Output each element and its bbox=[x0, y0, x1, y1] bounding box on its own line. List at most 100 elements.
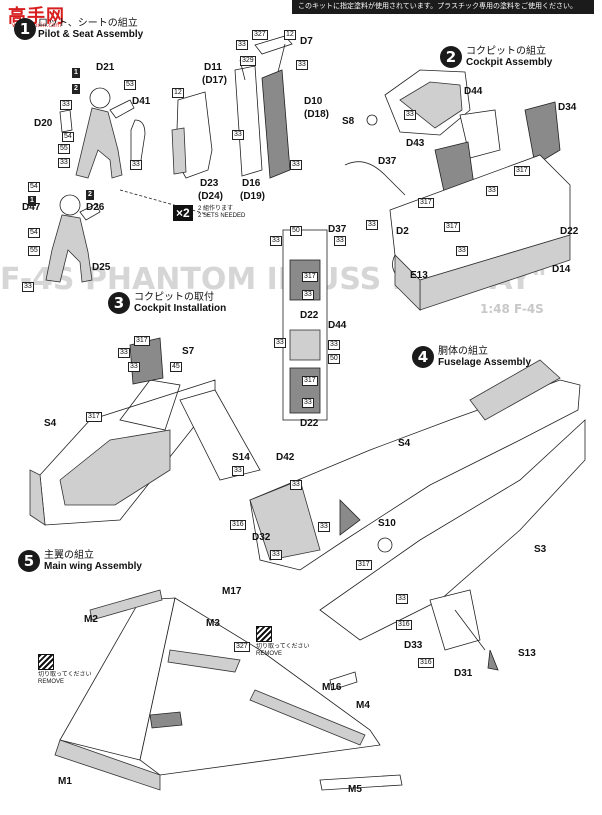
paint-code-33m: 33 bbox=[270, 236, 282, 246]
paint-code-33a: 33 bbox=[60, 100, 72, 110]
part-d41: D41 bbox=[132, 96, 151, 107]
paint-code-2b: 2 bbox=[86, 190, 94, 200]
part-d44: D44 bbox=[464, 86, 483, 97]
step-3-badge: 3 bbox=[108, 292, 130, 314]
two-sets-badge: ×2 bbox=[173, 205, 193, 221]
paint-code-329: 329 bbox=[240, 56, 256, 66]
paint-code-317c: 317 bbox=[444, 222, 460, 232]
remove-ja: 切り取ってください bbox=[38, 672, 92, 678]
paint-code-33f: 33 bbox=[296, 60, 308, 70]
paint-code-317h: 317 bbox=[356, 560, 372, 570]
part-d37b: D37 bbox=[328, 224, 347, 235]
paint-code-54: 54 bbox=[62, 132, 74, 142]
part-d22b: D22 bbox=[300, 310, 319, 321]
background-side: 1:48 F-4S bbox=[480, 302, 544, 316]
part-d10: D10 bbox=[304, 96, 323, 107]
part-d22c: D22 bbox=[300, 418, 319, 429]
logo-url: www.moxin.com bbox=[12, 22, 62, 29]
step-1-ja: ロット、シートの組立 bbox=[38, 18, 138, 29]
step-2-badge: 2 bbox=[440, 46, 462, 68]
remove-en: REMOVE bbox=[38, 679, 65, 685]
part-m3: M3 bbox=[206, 618, 220, 629]
paint-code-317d: 317 bbox=[302, 272, 318, 282]
paint-code-53: 53 bbox=[124, 80, 136, 90]
part-d18: (D18) bbox=[304, 109, 330, 120]
paint-code-12: 12 bbox=[172, 88, 184, 98]
step-5-en: Main wing Assembly bbox=[44, 561, 142, 572]
part-d14: D14 bbox=[552, 264, 571, 275]
part-d23: D23 bbox=[200, 178, 219, 189]
part-d31: D31 bbox=[454, 668, 473, 679]
step-4-badge: 4 bbox=[412, 346, 434, 368]
step-3-title: コクピットの取付 Cockpit Installation bbox=[134, 292, 226, 314]
paint-code-33j: 33 bbox=[486, 186, 498, 196]
part-m16: M16 bbox=[322, 682, 342, 693]
part-d2: D2 bbox=[396, 226, 409, 237]
paint-code-33x: 33 bbox=[270, 550, 282, 560]
step-2-ja: コクピットの組立 bbox=[466, 46, 546, 57]
paint-code-316c: 316 bbox=[418, 658, 434, 668]
part-m1: M1 bbox=[58, 776, 72, 787]
paint-code-33c: 33 bbox=[130, 160, 142, 170]
part-d24: (D24) bbox=[198, 191, 224, 202]
paint-code-317a: 317 bbox=[514, 166, 530, 176]
paint-code-33v: 33 bbox=[290, 480, 302, 490]
paint-code-33k: 33 bbox=[456, 246, 468, 256]
paint-code-33u: 33 bbox=[232, 466, 244, 476]
part-d20: D20 bbox=[34, 118, 53, 129]
part-m4: M4 bbox=[356, 700, 370, 711]
paint-code-327: 327 bbox=[252, 30, 268, 40]
step-1-en: Pilot & Seat Assembly bbox=[38, 29, 144, 40]
step-3-ja: コクピットの取付 bbox=[134, 292, 214, 303]
paint-code-1: 1 bbox=[72, 68, 80, 78]
paint-code-33d: 33 bbox=[22, 282, 34, 292]
step-4-en: Fuselage Assembly bbox=[438, 357, 532, 368]
paint-notice: このキットに指定塗料が使用されています。プラスチック専用の塗料をご使用ください。 bbox=[292, 0, 594, 14]
part-s8: S8 bbox=[342, 116, 355, 127]
step-1-badge: 1 bbox=[14, 18, 36, 40]
paint-code-55b: 55 bbox=[28, 246, 40, 256]
part-d7: D7 bbox=[300, 36, 313, 47]
part-d42: D42 bbox=[276, 452, 295, 463]
paint-code-33l: 33 bbox=[366, 220, 378, 230]
two-sets-ja: 2 組作ります bbox=[198, 206, 234, 212]
part-d19: (D19) bbox=[240, 191, 266, 202]
paint-code-50b: 50 bbox=[328, 354, 340, 364]
remove-icon bbox=[38, 654, 54, 670]
part-d33: D33 bbox=[404, 640, 423, 651]
step-3-en: Cockpit Installation bbox=[134, 303, 227, 314]
part-m17: M17 bbox=[222, 586, 242, 597]
paint-code-54c: 54 bbox=[28, 228, 40, 238]
remove-en-2: REMOVE bbox=[256, 651, 283, 657]
part-d44b: D44 bbox=[328, 320, 347, 331]
paint-code-33w: 33 bbox=[318, 522, 330, 532]
step-2-title: コクピットの組立 Cockpit Assembly bbox=[466, 46, 552, 68]
part-d11: D11 bbox=[204, 62, 222, 73]
remove-note-left: 切り取ってください REMOVE bbox=[38, 654, 92, 686]
paint-code-317f: 317 bbox=[134, 336, 150, 346]
part-d22: D22 bbox=[560, 226, 579, 237]
part-d25: D25 bbox=[92, 262, 111, 273]
paint-code-33e: 33 bbox=[236, 40, 248, 50]
paint-code-327b: 327 bbox=[234, 642, 250, 652]
part-s3: S3 bbox=[534, 544, 547, 555]
paint-code-33q: 33 bbox=[328, 340, 340, 350]
part-m2: M2 bbox=[84, 614, 98, 625]
remove-icon-2 bbox=[256, 626, 272, 642]
step-4-ja: 胴体の組立 bbox=[438, 346, 488, 357]
step-2-en: Cockpit Assembly bbox=[466, 57, 553, 68]
paint-code-33t: 33 bbox=[128, 362, 140, 372]
part-s4b: S4 bbox=[398, 438, 411, 449]
paint-code-1b: 1 bbox=[28, 196, 36, 206]
two-sets-en: 2 SETS NEEDED bbox=[198, 213, 246, 219]
paint-code-33g: 33 bbox=[232, 130, 244, 140]
part-s4: S4 bbox=[44, 418, 57, 429]
paint-code-316b: 316 bbox=[396, 620, 412, 630]
paint-code-33r: 33 bbox=[302, 398, 314, 408]
paint-code-33o: 33 bbox=[302, 290, 314, 300]
part-d16: D16 bbox=[242, 178, 261, 189]
paint-code-317g: 317 bbox=[86, 412, 102, 422]
part-s10: S10 bbox=[378, 518, 396, 529]
part-m5: M5 bbox=[348, 784, 362, 795]
